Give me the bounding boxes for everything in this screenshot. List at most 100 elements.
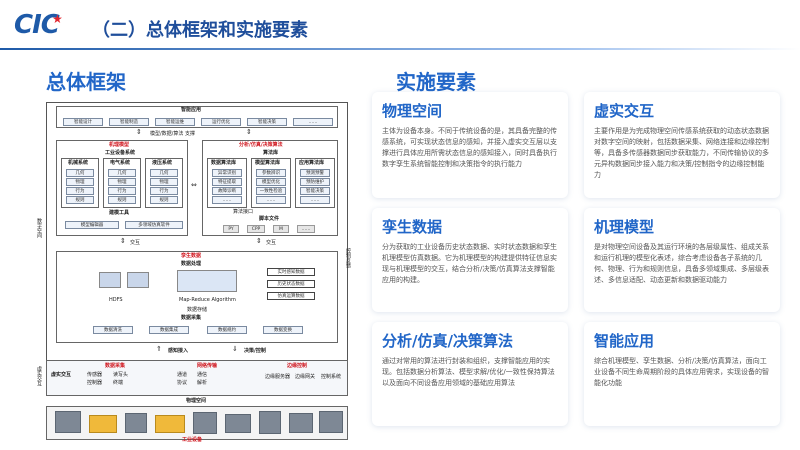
hdfs-cluster-icon bbox=[99, 272, 121, 288]
data-collect-label: 数据采集 bbox=[181, 315, 202, 321]
network-item: 通信 bbox=[197, 372, 208, 378]
script-file: PY bbox=[223, 225, 239, 233]
card-title: 机理模型 bbox=[594, 218, 655, 236]
algo-item: 一致性检验 bbox=[256, 187, 286, 195]
data-processing-label: 数据处理 bbox=[181, 261, 202, 267]
smart-app-item: 智能制造 bbox=[109, 118, 149, 126]
mech-item: 行为 bbox=[108, 187, 136, 195]
algorithm-interface-label: 算法接口 bbox=[233, 209, 254, 215]
mech-column-title: 机械系统 bbox=[68, 160, 89, 166]
framework-diagram: 数字空间 虚实交互 控制反馈 智能应用 智能设计 智能制造 智能运维 运行优化 … bbox=[36, 98, 354, 445]
up-arrow-icon: ⇕ bbox=[136, 128, 142, 136]
edge-control-title: 边缘控制 bbox=[287, 363, 308, 369]
engine-icon bbox=[193, 412, 217, 434]
machine-tool-icon bbox=[55, 411, 81, 433]
algo-item: 智能决策 bbox=[300, 187, 330, 195]
gearbox-icon bbox=[259, 411, 281, 434]
algo-column: 应用算法库 预测预警 预防维护 智能决策 …… bbox=[295, 158, 335, 208]
algo-item: …… bbox=[300, 196, 330, 204]
card-analysis-algorithm: 分析/仿真/决策算法 通过对常用的算法进行封装和组织，支撑智能应用的实现。包括数… bbox=[372, 322, 568, 426]
mech-item: 行为 bbox=[150, 187, 178, 195]
twin-data-box: 孪生数据 数据处理 HDFS Map-Reduce Algorithm 实时感知… bbox=[56, 251, 338, 343]
twin-data-tag: 实时感知数据 bbox=[267, 268, 315, 276]
mech-item: 几何 bbox=[66, 169, 94, 177]
cic-logo: CIC ★ bbox=[14, 10, 78, 46]
down-arrow-icon: ⇓ bbox=[232, 345, 238, 353]
analysis-algorithm-box: 分析/仿真/决策算法 算法库 数据算法库 异常识别 特征提取 故障诊断 …… 模… bbox=[202, 140, 338, 236]
mech-item: 几何 bbox=[108, 169, 136, 177]
algo-column: 数据算法库 异常识别 特征提取 故障诊断 …… bbox=[207, 158, 247, 208]
smart-app-item: …… bbox=[293, 118, 333, 126]
mapreduce-label: Map-Reduce Algorithm bbox=[179, 297, 236, 303]
physical-space-title: 物理空间 bbox=[186, 398, 207, 404]
mech-item: 规则 bbox=[150, 196, 178, 204]
vr-interaction-label: 虚实交互 bbox=[51, 372, 72, 378]
card-physical-space: 物理空间 主体为设备本身。不同于传统设备的是，其具备完整的传感系统，可实现状态信… bbox=[372, 92, 568, 198]
logo-text: CIC bbox=[14, 10, 60, 40]
collect-item: 终端 bbox=[113, 380, 124, 386]
card-body: 分为获取的工业设备历史状态数据、实时状态数据和孪生机理模型仿真数据。它为机理模型… bbox=[382, 243, 557, 284]
card-title: 智能应用 bbox=[594, 332, 655, 350]
smart-app-item: 智能设计 bbox=[63, 118, 103, 126]
card-title: 分析/仿真/决策算法 bbox=[382, 332, 513, 350]
truck-icon bbox=[155, 415, 185, 433]
script-file-label: 脚本文件 bbox=[259, 216, 280, 222]
card-title: 孪生数据 bbox=[382, 218, 443, 236]
data-collect-title: 数据采集 bbox=[105, 363, 126, 369]
hdfs-label: HDFS bbox=[109, 297, 123, 303]
algo-column-title: 数据算法库 bbox=[211, 160, 237, 166]
side-label-vr-interaction: 虚实交互 bbox=[36, 366, 42, 386]
mech-item: 几何 bbox=[150, 169, 178, 177]
modeling-tool: 模型编辑器 bbox=[65, 221, 119, 229]
exchange-arrow-icon: ⇔ bbox=[191, 181, 197, 189]
mech-item: 物理 bbox=[66, 178, 94, 186]
algorithm-lib-title: 算法库 bbox=[263, 150, 279, 156]
exchange-arrow-icon: ⇕ bbox=[120, 237, 126, 245]
network-item: 解析 bbox=[197, 380, 208, 386]
algo-item: 参数辨识 bbox=[256, 169, 286, 177]
exchange-arrow-icon: ⇕ bbox=[256, 237, 262, 245]
mech-item: 行为 bbox=[66, 187, 94, 195]
turbine-icon bbox=[289, 413, 313, 433]
collect-item: 控制器 bbox=[87, 380, 103, 386]
script-file: …… bbox=[297, 225, 315, 233]
card-mechanism-model: 机理模型 是对物理空间设备及其运行环境的各层级属性、组成关系和运行机理的模型化表… bbox=[584, 208, 780, 312]
smart-app-item: 智能决策 bbox=[247, 118, 287, 126]
framework-section-title: 总体框架 bbox=[46, 70, 126, 94]
twin-data-title: 孪生数据 bbox=[181, 253, 202, 259]
service-label: 模型/数据/算法 支撑 bbox=[150, 131, 195, 137]
script-file: CPP bbox=[247, 225, 265, 233]
slide-title: （二）总体框架和实施要素 bbox=[92, 20, 308, 41]
twin-data-tag: 仿真运算数据 bbox=[267, 292, 315, 300]
hdfs-cluster-icon bbox=[127, 272, 149, 288]
industrial-equipment-label: 工业设备 bbox=[182, 437, 203, 443]
twin-data-tag: 历史状态数据 bbox=[267, 280, 315, 288]
card-title: 虚实交互 bbox=[594, 102, 655, 120]
exchange-label: 交互 bbox=[130, 240, 141, 246]
excavator-icon bbox=[89, 415, 117, 433]
script-file: M bbox=[273, 225, 289, 233]
network-item: 协议 bbox=[177, 380, 188, 386]
side-label-control-feedback: 控制反馈 bbox=[345, 248, 351, 268]
network-item: 通道 bbox=[177, 372, 188, 378]
edge-item: 边缘服务器 bbox=[265, 374, 291, 380]
algo-item: 故障诊断 bbox=[212, 187, 242, 195]
modeling-tool: 多领域仿真软件 bbox=[125, 221, 183, 229]
smart-app-box: 智能应用 智能设计 智能制造 智能运维 运行优化 智能决策 …… bbox=[56, 106, 338, 128]
exchange-label: 交互 bbox=[266, 240, 277, 246]
card-smart-application: 智能应用 综合机理模型、孪生数据、分析/决策/仿真算法，面向工业设备不同生命周期… bbox=[584, 322, 780, 426]
mech-column: 液压系统 几何 物理 行为 规则 bbox=[145, 158, 183, 208]
edge-item: 边缘网关 bbox=[295, 374, 316, 380]
up-arrow-icon: ⇕ bbox=[246, 128, 252, 136]
card-body: 主要作用是为完成物理空间传感系统获取的动态状态数据对数字空间的映射，包括数据采集… bbox=[594, 127, 769, 179]
data-storage-label: 数据存储 bbox=[187, 307, 208, 313]
mech-column: 机械系统 几何 物理 行为 规则 bbox=[61, 158, 99, 208]
up-arrow-icon: ⇑ bbox=[156, 345, 162, 353]
logo-star-icon: ★ bbox=[52, 12, 63, 26]
robot-arm-icon bbox=[125, 413, 147, 433]
card-body: 主体为设备本身。不同于传统设备的是，其具备完整的传感系统，可实现状态信息的感知，… bbox=[382, 127, 557, 168]
decision-control-label: 决策/控制 bbox=[244, 348, 266, 354]
mech-item: 物理 bbox=[108, 178, 136, 186]
card-title: 物理空间 bbox=[382, 102, 443, 120]
algo-column-title: 模型算法库 bbox=[255, 160, 281, 166]
